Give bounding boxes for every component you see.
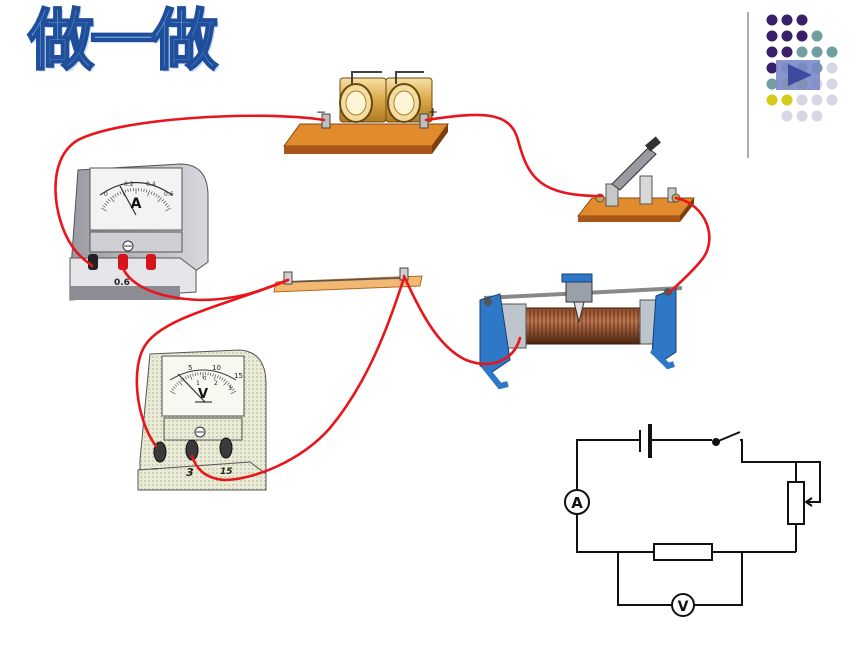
deco-dot	[766, 14, 778, 26]
voltmeter-symbol: V	[198, 387, 208, 402]
deco-dot	[811, 110, 823, 122]
wire-resistor-to-rheostat	[402, 274, 522, 366]
resistor-board	[273, 267, 423, 293]
battery-cell-left	[339, 77, 387, 123]
voltmeter-terminal-negative[interactable]	[153, 441, 167, 463]
deco-dot	[826, 62, 838, 74]
wire-battery-to-switch	[424, 113, 604, 198]
deco-dot	[811, 30, 823, 42]
ammeter-terminal-negative[interactable]	[88, 254, 98, 270]
wire-resistor-to-voltmeter-3	[190, 276, 406, 482]
battery-cell-right	[385, 77, 433, 123]
ammeter-scale-0: 0	[104, 191, 108, 198]
voltmeter-terminal-3[interactable]	[185, 439, 199, 461]
deco-dot	[766, 94, 778, 106]
wires	[54, 113, 711, 482]
voltmeter-bottom-2: 2	[214, 380, 218, 387]
rheostat-slider[interactable]	[565, 281, 593, 323]
schematic-voltmeter	[671, 593, 695, 617]
ammeter-scale-1: 0.2	[124, 181, 134, 188]
ammeter-terminal-0.6[interactable]	[118, 254, 128, 270]
svg-text:−: −	[150, 464, 158, 475]
deco-dot	[766, 30, 778, 42]
ammeter: A 0 0.2 0.4 0.6 0.6	[69, 163, 209, 301]
ammeter-needle	[119, 185, 137, 216]
deco-dot	[826, 94, 838, 106]
ammeter-terminal-label: 0.6	[114, 278, 130, 288]
deco-dot	[796, 14, 808, 26]
deco-dot	[781, 46, 793, 58]
svg-text:−: −	[316, 105, 326, 119]
voltmeter-top-10: 10	[212, 364, 221, 372]
voltmeter-top-5: 5	[188, 364, 192, 372]
deco-dot	[796, 46, 808, 58]
voltmeter-terminal-label-3: 3	[186, 466, 194, 479]
deco-dot	[781, 110, 793, 122]
knife-switch[interactable]	[576, 136, 696, 222]
schematic-ammeter-label: A	[571, 494, 583, 512]
slide-title: 做一做	[27, 2, 219, 79]
deco-dot	[781, 30, 793, 42]
ammeter-face	[89, 167, 183, 231]
play-icon[interactable]	[788, 64, 812, 86]
schematic-rheostat	[787, 481, 805, 525]
wire-battery-to-ammeter	[54, 114, 326, 268]
deco-dot	[766, 46, 778, 58]
ammeter-scale-2: 0.4	[146, 181, 156, 188]
schematic-voltmeter-label: V	[678, 599, 689, 615]
schematic-wire-rheostat-top	[740, 439, 797, 482]
circuit-schematic	[564, 424, 821, 617]
deco-dot	[826, 78, 838, 90]
resistor-terminal-left[interactable]	[283, 271, 293, 285]
deco-dot	[811, 94, 823, 106]
rheostat	[479, 273, 683, 390]
wire-switch-to-rheostat	[668, 196, 711, 294]
schematic-wire-voltmeter-right	[694, 552, 743, 606]
schematic-rheostat-arrow	[804, 497, 813, 507]
deco-dot	[781, 94, 793, 106]
voltmeter-terminal-15[interactable]	[219, 437, 233, 459]
wire-resistor-to-voltmeter-minus	[135, 278, 290, 448]
battery-holder: − +	[283, 71, 449, 154]
voltmeter-terminal-label-15: 15	[220, 467, 233, 477]
voltmeter-needle	[177, 373, 206, 403]
corner-decoration	[747, 12, 838, 158]
deco-dot	[796, 30, 808, 42]
deco-dot	[781, 14, 793, 26]
voltmeter: 0 5 10 15 1 2 3 V − 3 15	[137, 349, 267, 491]
deco-dot	[826, 46, 838, 58]
deco-dot	[766, 78, 778, 90]
deco-dot	[766, 62, 778, 74]
deco-dot	[811, 46, 823, 58]
voltmeter-top-0: 0	[203, 376, 207, 382]
ammeter-scale-3: 0.6	[164, 191, 174, 198]
schematic-resistor	[653, 543, 713, 561]
switch-blade[interactable]	[611, 147, 657, 191]
schematic-rheostat-slider-wire	[808, 466, 821, 503]
deco-dot	[796, 110, 808, 122]
schematic-ammeter	[564, 489, 590, 515]
voltmeter-top-15: 15	[234, 372, 243, 380]
ammeter-symbol: A	[131, 196, 142, 212]
ammeter-terminal-3[interactable]	[146, 254, 156, 270]
voltmeter-bottom-3: 3	[228, 385, 232, 392]
schematic-switch-blade	[715, 431, 741, 443]
svg-text:+: +	[428, 105, 438, 119]
deco-dot	[796, 94, 808, 106]
schematic-wire-top-left	[576, 439, 640, 490]
voltmeter-bottom-1: 1	[196, 380, 200, 387]
voltmeter-face	[161, 355, 245, 417]
